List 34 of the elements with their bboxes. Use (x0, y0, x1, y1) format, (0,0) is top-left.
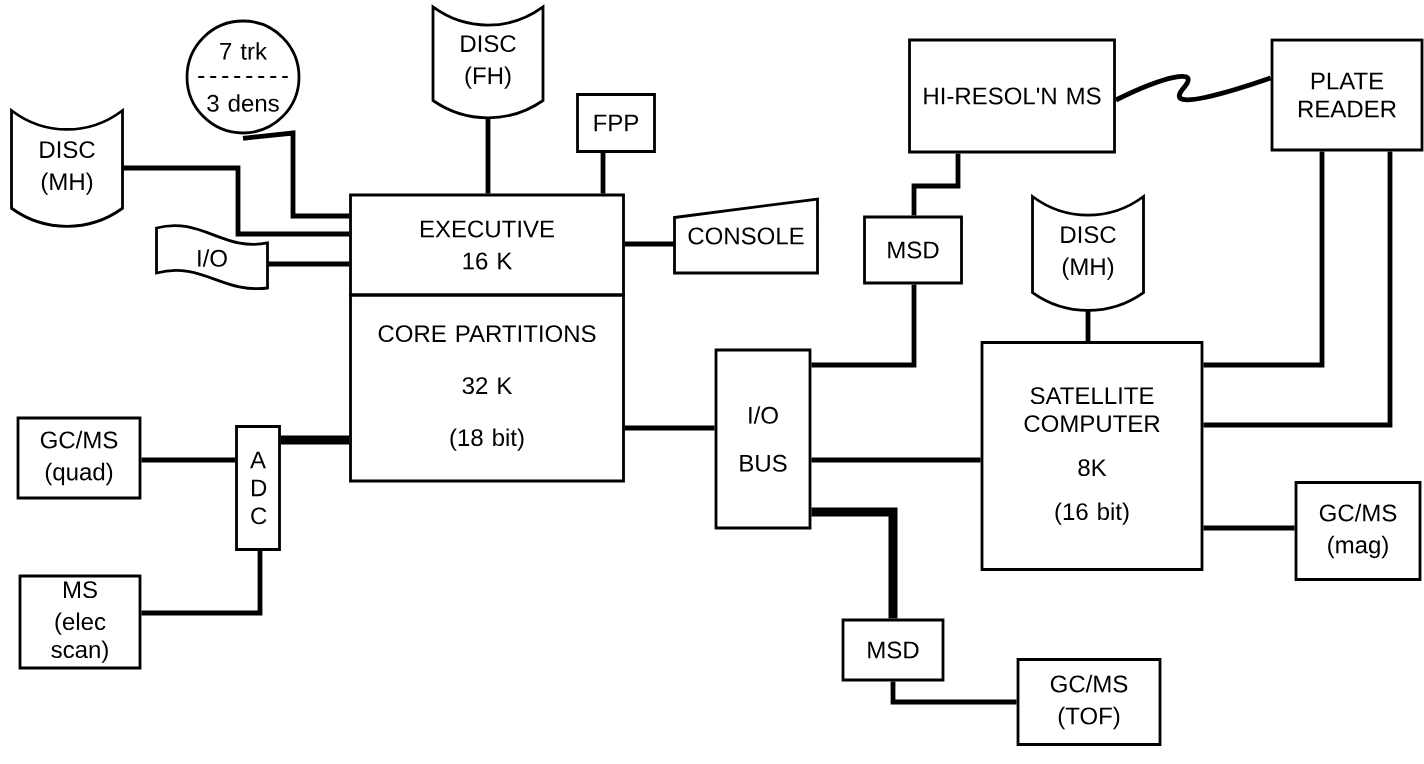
connection-line (141, 550, 263, 616)
device-box: PLATE READER (1270, 38, 1424, 152)
device-box: HI-RESOL'N MS (908, 38, 1116, 154)
device-box: MSD (841, 618, 945, 682)
connection-line (141, 457, 236, 463)
connection-line (280, 435, 350, 445)
connection-line (811, 284, 917, 368)
wavy-line (1114, 74, 1272, 103)
connection-line (624, 425, 715, 431)
connection-line (811, 457, 981, 463)
connection-line (890, 681, 1017, 705)
connection-line (1085, 309, 1091, 342)
device-box: CORE PARTITIONS 32 K (18 bit) (349, 293, 625, 483)
connection-line (242, 130, 350, 219)
connection-line (911, 153, 961, 216)
device-box: GC/MS (mag) (1294, 481, 1422, 581)
device-box: GC/MS (TOF) (1016, 658, 1162, 746)
connection-line (1203, 151, 1325, 368)
connection-line (122, 165, 350, 237)
device-box: I/O BUS (714, 348, 812, 530)
connection-line (811, 507, 898, 619)
connection-line (624, 241, 675, 247)
device-box: A D C (235, 425, 281, 551)
connection-line (1203, 151, 1393, 428)
device-box: MS (elec scan) (18, 574, 142, 670)
device-box: SATELLITE COMPUTER 8K (16 bit) (980, 341, 1204, 571)
device-box: FPP (576, 93, 656, 153)
device-box: GC/MS (quad) (16, 416, 142, 500)
connection-line (267, 261, 350, 267)
connection-line (1203, 525, 1295, 531)
device-box: MSD (863, 215, 963, 285)
connection-line (485, 117, 491, 194)
connection-line (600, 152, 606, 194)
device-box: EXECUTIVE 16 K (349, 193, 625, 297)
